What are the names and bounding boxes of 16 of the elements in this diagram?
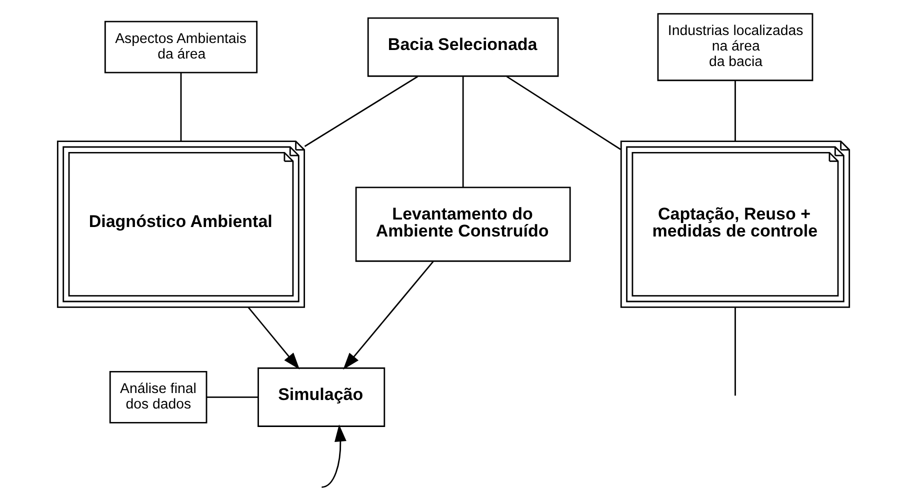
connector (304, 76, 418, 147)
node-box: Simulação (257, 367, 385, 427)
node-box: Levantamento do Ambiente Construído (354, 186, 570, 262)
connector (506, 76, 620, 150)
node-box: Bacia Selecionada (366, 17, 558, 77)
connector (180, 72, 182, 142)
node-box: Análise final dos dados (108, 370, 207, 424)
node-box: Industrias localizadas na área da bacia (656, 13, 813, 82)
connector (206, 396, 258, 398)
node-box: Aspectos Ambientais da área (104, 20, 258, 74)
arrow (321, 424, 346, 488)
connector (734, 80, 736, 141)
arrow (247, 306, 300, 370)
connector (734, 307, 736, 396)
arrow (342, 260, 434, 370)
connector (462, 76, 464, 188)
